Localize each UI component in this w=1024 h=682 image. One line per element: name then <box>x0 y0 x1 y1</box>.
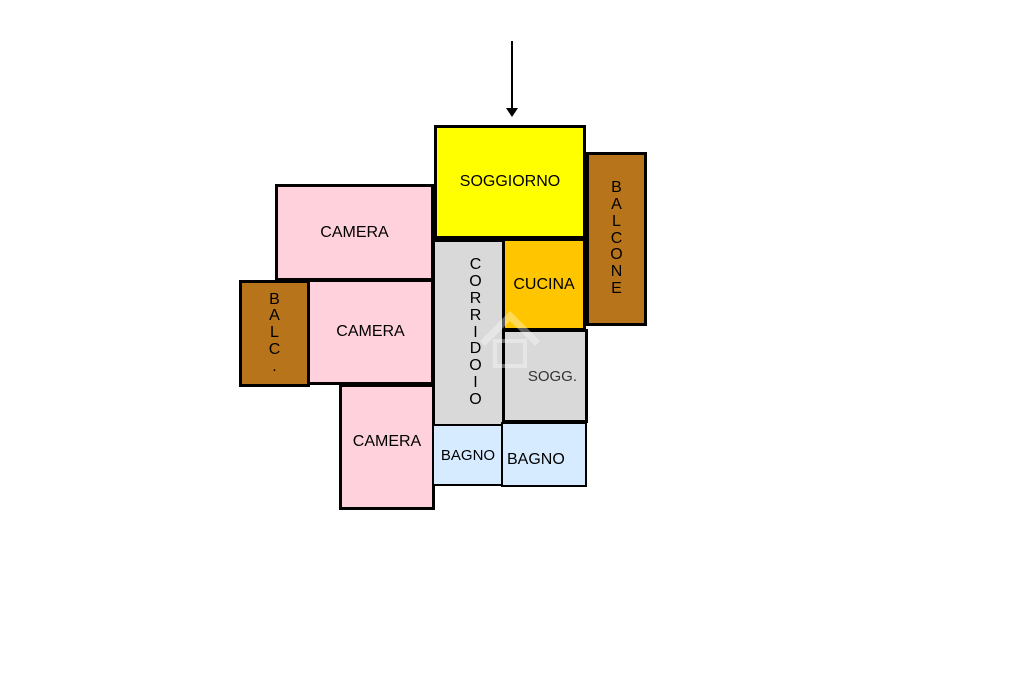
room-cucina: CUCINA <box>502 238 586 331</box>
corridoio-letter: O <box>469 390 482 408</box>
room-label-camera-bottom: CAMERA <box>352 433 422 450</box>
corridoio-letter: R <box>469 306 482 324</box>
balc-letter: . <box>272 357 277 375</box>
room-label-camera-middle: CAMERA <box>336 323 405 340</box>
arrow-shaft <box>511 41 513 109</box>
arrow-head <box>506 108 518 117</box>
room-camera-middle: CAMERA <box>307 279 434 385</box>
room-label-soggiorno: SOGGIORNO <box>459 173 561 190</box>
corridoio-letter: C <box>469 256 482 274</box>
balcone-letter: E <box>611 279 622 297</box>
corridoio-letter: O <box>469 273 482 291</box>
room-label-cucina: CUCINA <box>513 275 575 293</box>
balcone-letter: O <box>610 246 623 264</box>
room-camera-top: CAMERA <box>275 184 434 281</box>
balcone-letter: C <box>610 229 623 247</box>
room-balc: B A L C . <box>239 280 310 387</box>
balc-letter: A <box>269 307 280 325</box>
balcone-letter: B <box>611 179 622 197</box>
room-label-sogg: SOGG. <box>527 367 577 385</box>
corridoio-letter: O <box>469 357 482 375</box>
balc-letter: C <box>268 340 281 358</box>
balcone-letter: A <box>611 196 622 213</box>
room-sogg-small: SOGG. <box>502 329 588 423</box>
corridoio-letter: I <box>473 323 478 341</box>
balcone-letter: L <box>612 212 621 230</box>
corridoio-letter: D <box>469 340 482 358</box>
room-label-camera-top: CAMERA <box>320 223 389 241</box>
room-balcone: B A L C O N E <box>586 152 647 326</box>
room-soggiorno: SOGGIORNO <box>434 125 586 239</box>
corridoio-letter: R <box>469 290 482 307</box>
balcone-letter: N <box>610 263 623 281</box>
room-bagno-left: BAGNO <box>432 424 504 486</box>
balc-letter: B <box>269 290 280 308</box>
corridoio-letter: I <box>473 373 478 391</box>
room-camera-bottom: CAMERA <box>339 384 435 510</box>
room-label-bagno-right: BAGNO <box>507 451 565 468</box>
room-bagno-right: BAGNO <box>501 422 587 487</box>
house-watermark-icon <box>480 311 540 368</box>
room-label-bagno-left: BAGNO <box>440 446 496 464</box>
balc-letter: L <box>270 324 279 342</box>
